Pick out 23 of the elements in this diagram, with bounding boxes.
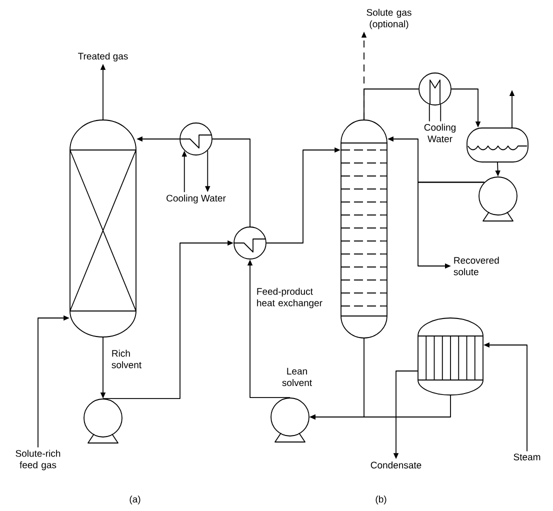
- stream-label: Solute-rich feed gas: [16, 450, 60, 470]
- column-vessel: [340, 120, 388, 338]
- reboiler-drawing: [418, 318, 484, 396]
- pump-symbol: [270, 398, 310, 442]
- heat-exchanger-symbol: [234, 226, 266, 260]
- stream-label: Treated gas: [78, 52, 128, 62]
- heat-exchanger-symbol: [180, 122, 212, 156]
- condenser-symbol: [418, 72, 452, 106]
- pump-symbol: [84, 398, 122, 444]
- stream-label: Cooling Water: [166, 194, 226, 204]
- edge-label: Rich solvent: [110, 348, 146, 370]
- stream-label: Condensate: [370, 462, 422, 468]
- edge-label: Lean solvent: [276, 366, 318, 388]
- stream-label: Cooling Water: [424, 124, 456, 142]
- panel-label: (a): [130, 496, 140, 504]
- stream-label: Solute gas (optional): [366, 8, 412, 30]
- stream-label: Steam: [514, 454, 540, 460]
- panel-label: (b): [376, 496, 386, 504]
- stream-label: Recovered solute: [454, 256, 499, 276]
- pump-symbol: [478, 176, 518, 222]
- equipment-label: Feed-product heat exchanger: [257, 288, 322, 308]
- column-vessel: [70, 120, 136, 338]
- reflux-drum: [466, 128, 528, 162]
